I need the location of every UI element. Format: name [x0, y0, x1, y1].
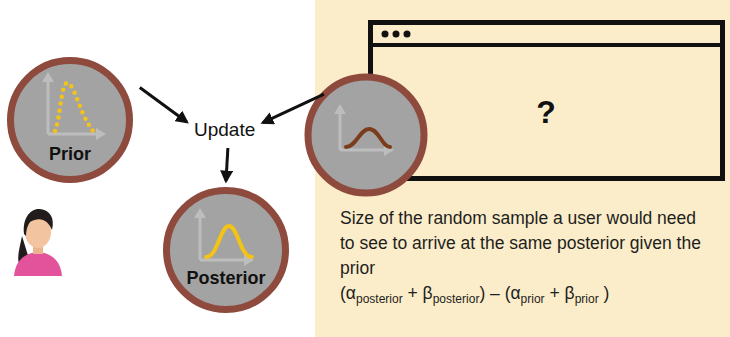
formula: (αposterior+ βposterior) – (αprior+ βpri…	[340, 281, 705, 312]
browser-window	[370, 23, 723, 179]
panel-body: Size of the random sample a user would n…	[340, 206, 705, 312]
formula-symbol: ) – (α	[479, 281, 520, 306]
posterior-chart-icon	[194, 208, 254, 266]
formula-subscript: prior	[521, 287, 545, 312]
flow-arrow	[140, 87, 187, 122]
node-text: Size of the random sample a user would n…	[340, 206, 705, 281]
update-step: Update	[190, 116, 259, 144]
formula-subscript: posterior	[433, 287, 480, 312]
formula-symbol: (α	[340, 281, 356, 306]
formula-subscript: prior	[575, 287, 599, 312]
node-text: ?	[536, 94, 556, 131]
formula-symbol: + β	[550, 281, 575, 306]
sample-panel: ? Size of the random sample a user would …	[315, 0, 730, 337]
circle-shape	[167, 191, 286, 310]
browser-content: ?	[370, 47, 722, 178]
posterior-circle: Posterior	[163, 187, 289, 313]
sample-chart-circle	[308, 77, 424, 193]
circle-shape	[11, 61, 130, 180]
formula-symbol: + β	[408, 281, 433, 306]
node-text: Update	[194, 119, 255, 141]
node-text: Posterior	[186, 268, 265, 289]
flow-arrow	[263, 94, 324, 123]
circle-outline	[7, 57, 133, 183]
formula-subscript: posterior	[356, 287, 403, 312]
flow-arrow	[226, 148, 228, 181]
circle-outline	[163, 187, 289, 313]
user-icon	[14, 209, 62, 276]
prior-circle: Prior	[7, 57, 133, 183]
prior-chart-icon	[42, 72, 106, 140]
node-text: Prior	[49, 144, 91, 165]
formula-symbol: )	[604, 281, 610, 306]
